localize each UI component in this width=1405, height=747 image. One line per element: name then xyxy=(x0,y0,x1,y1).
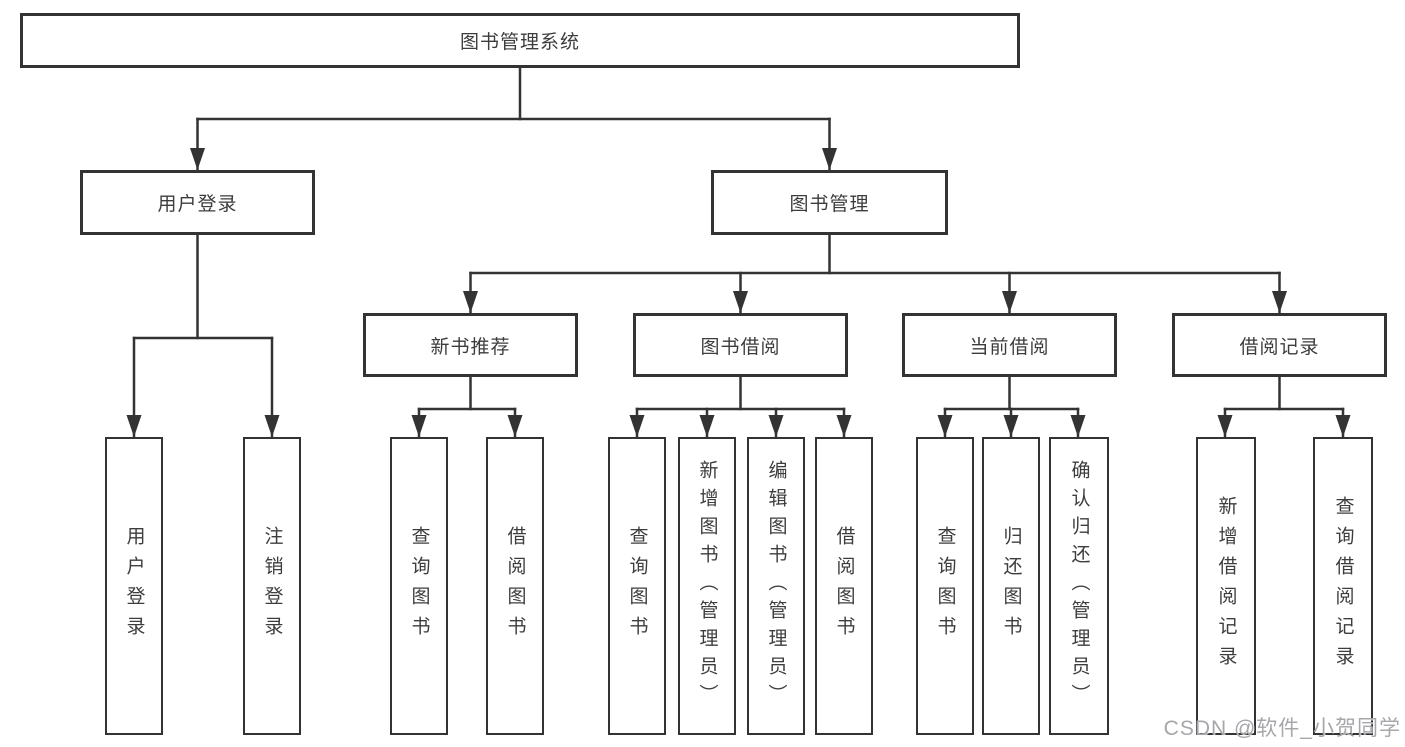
new-book-recommendation-branch xyxy=(411,375,523,439)
user-login-branch xyxy=(126,233,280,439)
node-label: 借阅图书 xyxy=(833,526,855,646)
borrowing-records-branch xyxy=(1217,375,1351,439)
node-book-management: 图书管理 xyxy=(711,170,948,235)
node-new-book-recommendation: 新书推荐 xyxy=(363,313,578,377)
node-label: 图书借阅 xyxy=(700,336,781,358)
leaf-query-books-borrowing: 查询图书 xyxy=(608,437,666,735)
node-label: 注销登录 xyxy=(261,526,283,646)
node-label: 查询图书 xyxy=(626,526,648,646)
leaf-query-borrow-record: 查询借阅记录 xyxy=(1313,437,1373,735)
leaf-borrow-books-recommend: 借阅图书 xyxy=(486,437,544,735)
node-label: 用户登录 xyxy=(123,526,145,646)
node-label: 用户登录 xyxy=(157,194,238,215)
node-label: 借阅图书 xyxy=(504,526,526,646)
leaf-borrow-books-borrowing: 借阅图书 xyxy=(815,437,873,735)
node-borrowing-records: 借阅记录 xyxy=(1172,313,1387,377)
node-label: 查询图书 xyxy=(408,526,430,646)
current-borrowing-branch xyxy=(937,375,1086,439)
leaf-edit-book-admin: 编辑图书（管理员） xyxy=(747,437,805,735)
node-label: 新增图书（管理员） xyxy=(696,460,718,712)
leaf-add-book-admin: 新增图书（管理员） xyxy=(678,437,736,735)
book-borrowing-branch xyxy=(629,375,852,439)
node-label: 图书管理 xyxy=(789,194,870,215)
book-management-branch xyxy=(463,233,1287,315)
leaf-query-books-recommend: 查询图书 xyxy=(390,437,448,735)
node-label: 新书推荐 xyxy=(430,336,511,358)
node-current-borrowing: 当前借阅 xyxy=(902,313,1117,377)
leaf-logout: 注销登录 xyxy=(243,437,301,735)
node-label: 确认归还（管理员） xyxy=(1068,460,1090,712)
node-label: 图书管理系统 xyxy=(459,32,580,53)
node-label: 当前借阅 xyxy=(969,336,1050,358)
node-label: 编辑图书（管理员） xyxy=(765,460,787,712)
leaf-return-books: 归还图书 xyxy=(982,437,1040,735)
node-label: 查询图书 xyxy=(934,526,956,646)
node-root-system: 图书管理系统 xyxy=(20,13,1020,68)
leaf-confirm-return-admin: 确认归还（管理员） xyxy=(1049,437,1109,735)
node-label: 查询借阅记录 xyxy=(1332,496,1354,676)
leaf-add-borrow-record: 新增借阅记录 xyxy=(1196,437,1256,735)
leaf-user-login: 用户登录 xyxy=(105,437,163,735)
node-label: 新增借阅记录 xyxy=(1215,496,1237,676)
leaf-query-books-current: 查询图书 xyxy=(916,437,974,735)
root-branch xyxy=(190,66,837,172)
node-user-login: 用户登录 xyxy=(80,170,315,235)
csdn-watermark: CSDN @软件_小贺同学 xyxy=(1163,717,1401,740)
node-label: 借阅记录 xyxy=(1239,336,1320,358)
node-label: 归还图书 xyxy=(1000,526,1022,646)
node-book-borrowing: 图书借阅 xyxy=(633,313,848,377)
